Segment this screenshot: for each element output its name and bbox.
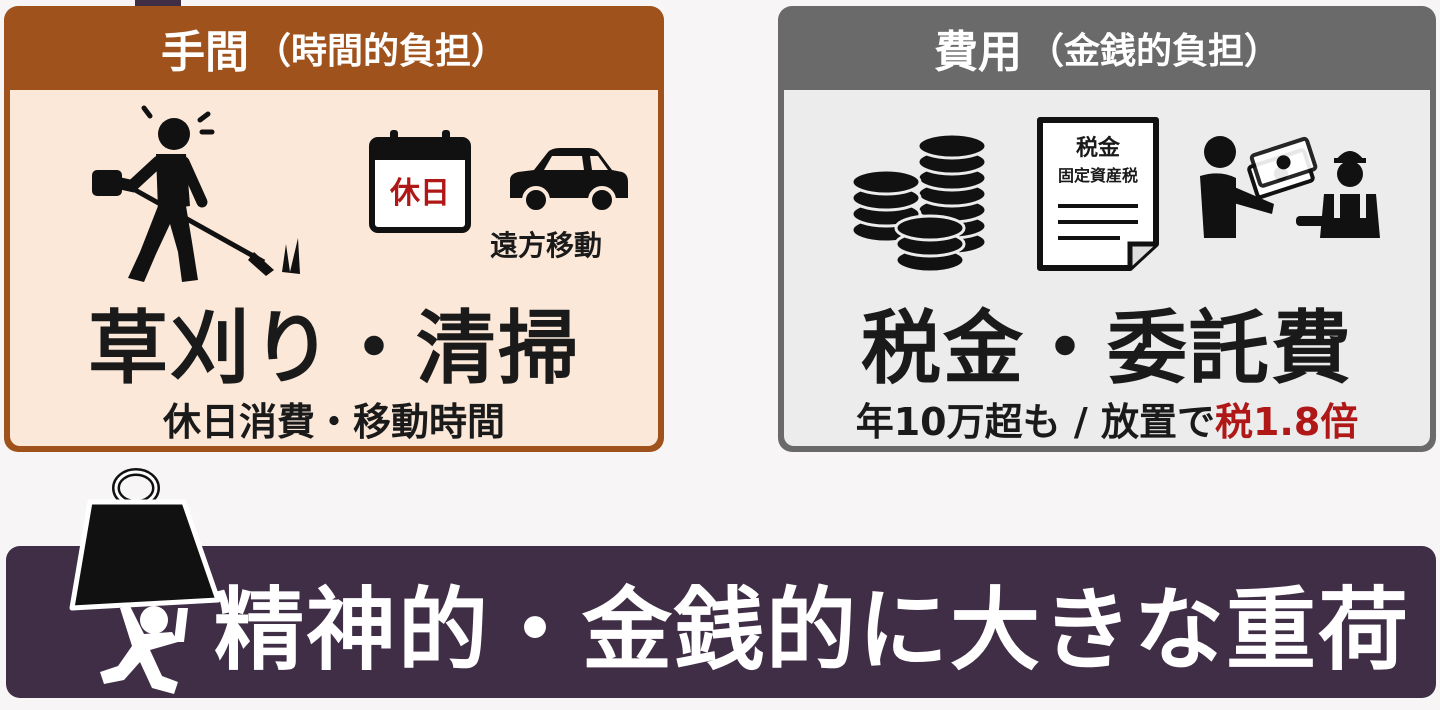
cost-burden-subheading: 年10万超も / 放置で税1.8倍 — [778, 391, 1436, 446]
car-icon — [510, 148, 628, 214]
cost-burden-panel: 費用 （金銭的負担） 税金 固定資産税 — [778, 6, 1436, 452]
heavy-weight-person-icon — [69, 468, 221, 694]
mowing-worker-icon — [92, 105, 300, 282]
time-burden-panel: 手間 （時間的負担） 休日 遠方移 — [4, 6, 664, 452]
time-burden-title: 手間 （時間的負担） — [4, 6, 664, 90]
time-burden-body — [10, 90, 658, 446]
car-label: 遠方移動 — [490, 229, 603, 262]
tax-document-icon — [1037, 117, 1159, 271]
conclusion-text: 精神的・金銭的に大きな重荷 — [214, 578, 1410, 683]
time-burden-subheading: 休日消費・移動時間 — [162, 400, 505, 444]
time-burden-title-main: 手間 — [160, 27, 249, 78]
conclusion-banner: 精神的・金銭的に大きな重荷 — [6, 546, 1436, 698]
cost-burden-subheading-main: 年10万超も / 放置で — [855, 400, 1215, 444]
coin-stack-icon — [850, 132, 988, 274]
cost-burden-title-sub: （金銭的負担） — [1027, 31, 1280, 72]
cost-burden-title-main: 費用 — [933, 27, 1022, 78]
cost-burden-heading: 税金・委託費 — [861, 302, 1353, 395]
calendar-icon — [369, 130, 471, 233]
tax-multiplier-highlight: 税1.8倍 — [1214, 400, 1359, 444]
time-burden-heading: 草刈り・清掃 — [88, 302, 580, 395]
document-title: 税金 — [1075, 136, 1120, 161]
calendar-label: 休日 — [390, 176, 450, 211]
cost-burden-title: 費用 （金銭的負担） — [778, 6, 1436, 90]
time-burden-title-sub: （時間的負担） — [254, 31, 507, 72]
document-subtitle: 固定資産税 — [1057, 166, 1138, 185]
payment-to-worker-icon — [1200, 136, 1380, 238]
